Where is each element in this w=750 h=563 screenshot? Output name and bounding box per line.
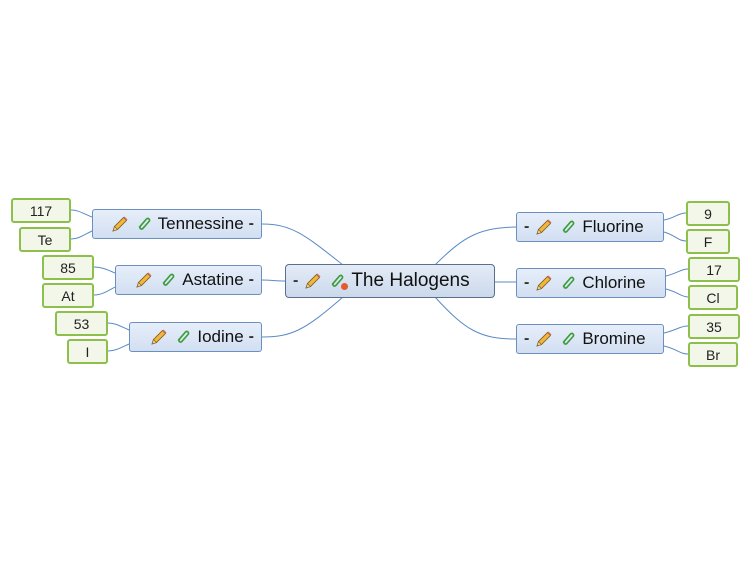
pencil-icon[interactable] <box>134 270 154 290</box>
paperclip-icon[interactable] <box>173 327 193 347</box>
collapse-toggle[interactable]: - <box>248 271 254 288</box>
connector-astatine <box>261 279 286 282</box>
leaf-label: 53 <box>73 315 90 332</box>
collapse-toggle[interactable]: - <box>524 330 530 347</box>
paperclip-icon[interactable] <box>558 217 578 237</box>
paperclip-icon[interactable] <box>327 271 349 291</box>
collapse-toggle[interactable]: - <box>524 274 530 291</box>
central-topic[interactable]: - The Halogens <box>285 264 495 298</box>
pencil-icon[interactable] <box>534 273 554 293</box>
topic-label: Astatine <box>182 270 244 289</box>
leaf-label: Cl <box>706 289 720 306</box>
leaf-label: 35 <box>706 318 722 335</box>
collapse-toggle[interactable]: - <box>248 215 254 232</box>
central-topic-label: The Halogens <box>351 270 470 291</box>
leaf-label: I <box>85 343 90 360</box>
connector-astatine-symbol <box>93 286 116 296</box>
red-dot-icon <box>341 283 349 290</box>
connector-fluorine <box>434 226 517 266</box>
connector-tennessine-symbol <box>70 230 93 240</box>
pencil-icon[interactable] <box>534 329 554 349</box>
leaf-label: At <box>61 287 75 304</box>
topic-label: Fluorine <box>582 217 644 236</box>
topic-label: Iodine <box>197 327 244 346</box>
leaf-label: Br <box>706 346 720 363</box>
connector-tennessine-number <box>70 209 93 218</box>
topic-chlorine[interactable]: - Chlorine <box>516 268 666 298</box>
connector-iodine-number <box>107 322 130 331</box>
topic-bromine[interactable]: - Bromine <box>516 324 664 354</box>
topic-label: Chlorine <box>582 273 646 292</box>
leaf-atomic-number[interactable]: 53 <box>55 311 108 336</box>
pencil-icon[interactable] <box>534 217 554 237</box>
leaf-symbol[interactable]: Te <box>19 227 71 252</box>
leaf-label: F <box>703 233 713 250</box>
connector-fluorine-number <box>663 212 687 221</box>
leaf-symbol[interactable]: Br <box>688 342 738 367</box>
connector-bromine-number <box>663 325 689 334</box>
leaf-atomic-number[interactable]: 35 <box>688 314 740 339</box>
pencil-icon[interactable] <box>110 214 130 234</box>
collapse-toggle[interactable]: - <box>248 328 254 345</box>
connector-chlorine-symbol <box>665 288 689 298</box>
leaf-atomic-number[interactable]: 9 <box>686 201 730 226</box>
leaf-symbol[interactable]: Cl <box>688 285 738 310</box>
paperclip-icon[interactable] <box>558 329 578 349</box>
connector-fluorine-symbol <box>663 231 687 242</box>
topic-label: Tennessine <box>157 214 244 233</box>
leaf-symbol[interactable]: At <box>42 283 94 308</box>
collapse-toggle[interactable]: - <box>524 218 530 235</box>
connector-chlorine-number <box>665 268 689 277</box>
pencil-icon[interactable] <box>149 327 169 347</box>
connector-tennessine <box>261 223 344 266</box>
leaf-label: 17 <box>706 261 722 278</box>
topic-tennessine[interactable]: Tennessine - <box>92 209 262 239</box>
topic-fluorine[interactable]: - Fluorine <box>516 212 664 242</box>
connector-iodine-symbol <box>107 343 130 352</box>
collapse-toggle[interactable]: - <box>293 272 299 289</box>
leaf-label: 117 <box>29 202 53 219</box>
leaf-label: 85 <box>60 259 76 276</box>
topic-astatine[interactable]: Astatine - <box>115 265 262 295</box>
leaf-atomic-number[interactable]: 17 <box>688 257 740 282</box>
topic-iodine[interactable]: Iodine - <box>129 322 262 352</box>
connector-bromine <box>434 296 517 340</box>
paperclip-icon[interactable] <box>158 270 178 290</box>
pencil-icon[interactable] <box>303 271 323 291</box>
paperclip-icon[interactable] <box>558 273 578 293</box>
topic-label: Bromine <box>582 329 646 348</box>
connector-bromine-symbol <box>663 345 689 355</box>
connector-iodine <box>261 296 344 338</box>
leaf-label: 9 <box>704 205 712 222</box>
leaf-atomic-number[interactable]: 85 <box>42 255 94 280</box>
leaf-label: Te <box>37 231 53 248</box>
paperclip-icon[interactable] <box>134 214 154 234</box>
leaf-symbol[interactable]: F <box>686 229 730 254</box>
connector-astatine-number <box>93 266 116 274</box>
leaf-atomic-number[interactable]: 117 <box>11 198 71 223</box>
leaf-symbol[interactable]: I <box>67 339 108 364</box>
